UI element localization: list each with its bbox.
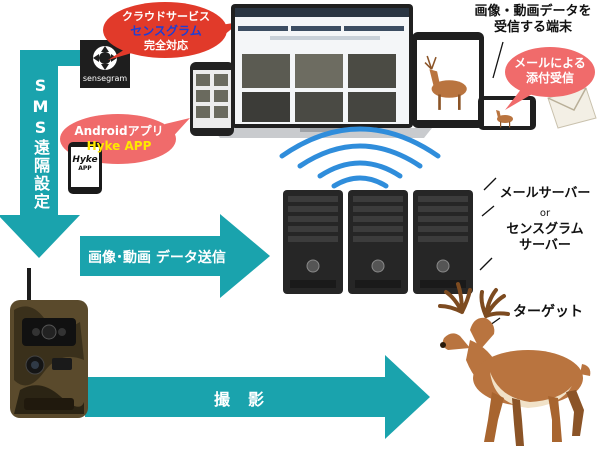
receiver-line2: 受信する端末 (493, 19, 572, 35)
android-phone-icon (68, 142, 102, 194)
or-label: or (539, 208, 551, 219)
mail-receive-bubble (505, 47, 595, 110)
server-unit-1 (283, 190, 343, 294)
smartphone-right-icon (478, 96, 536, 130)
sms-arrow-connector (20, 50, 80, 66)
server-unit-2 (348, 190, 408, 294)
target-deer-icon (438, 282, 591, 446)
hyke-phone-logo-main: Hyke (72, 155, 98, 165)
hyke-phone-logo: Hyke APP (71, 155, 99, 172)
sensegram-server-line1: センスグラム (506, 222, 584, 237)
android-line2: Hyke APP (86, 139, 152, 153)
shoot-arrow (85, 355, 430, 439)
cloud-line2: センスグラム (130, 23, 202, 38)
shoot-arrow-label: 撮 影 (214, 390, 266, 409)
upload-arrow (80, 214, 270, 298)
mail-server-label: メールサーバー (499, 186, 591, 201)
laptop-icon (212, 4, 432, 138)
mail-receive-text: メールによる 添付受信 (508, 56, 592, 86)
target-label: ターゲット (513, 304, 583, 320)
cloud-line3: 完全対応 (144, 38, 188, 52)
receiver-device-label: 画像・動画データを 受信する端末 (468, 4, 598, 35)
smartphone-left-icon (190, 62, 234, 136)
server-rack-icons (283, 190, 473, 294)
receiver-line1: 画像・動画データを (474, 4, 592, 19)
cloud-service-text: クラウドサービス センスグラム 完全対応 (110, 10, 222, 53)
hyke-phone-logo-sub: APP (78, 164, 92, 172)
mail-line2: 添付受信 (525, 71, 574, 85)
android-line1: Androidアプリ (74, 124, 164, 138)
mail-line1: メールによる (514, 56, 586, 70)
sms-arrow (0, 50, 80, 258)
sms-remote-setting-label: SMS遠隔設定 (31, 76, 50, 211)
trail-camera-icon (10, 268, 88, 418)
cloud-line1: クラウドサービス (122, 10, 210, 23)
sensegram-server-label: センスグラム サーバー (492, 222, 598, 253)
tablet-icon (412, 32, 484, 128)
wifi-signal-icon (279, 126, 441, 189)
upload-arrow-label: 画像･動画 データ送信 (88, 250, 226, 266)
sensegram-server-line2: サーバー (519, 237, 571, 253)
android-app-text: Androidアプリ Hyke APP (64, 124, 174, 154)
sensegram-logo-text: sensegram (82, 74, 128, 83)
server-unit-3 (413, 190, 473, 294)
